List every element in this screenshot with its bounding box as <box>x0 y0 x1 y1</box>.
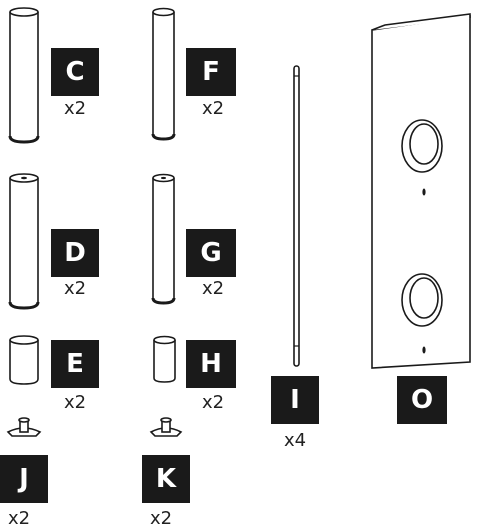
foot-k-icon <box>149 417 183 437</box>
tube-f-icon <box>151 7 176 141</box>
qty-k: x2 <box>150 508 173 529</box>
label-o: O <box>397 376 447 424</box>
short-tube-h-icon <box>153 335 176 383</box>
qty-c: x2 <box>64 98 87 119</box>
foot-j-icon <box>6 417 42 437</box>
panel-o-icon <box>371 13 471 369</box>
label-k: K <box>142 455 190 503</box>
qty-j: x2 <box>8 508 31 529</box>
label-h: H <box>186 340 236 388</box>
label-f: F <box>186 48 236 96</box>
qty-d: x2 <box>64 278 87 299</box>
label-j: J <box>0 455 48 503</box>
label-d: D <box>51 229 99 277</box>
qty-h: x2 <box>202 392 225 413</box>
label-g: G <box>186 229 236 277</box>
label-e: E <box>51 340 99 388</box>
label-c: C <box>51 48 99 96</box>
qty-g: x2 <box>202 278 225 299</box>
qty-i: x4 <box>284 430 307 451</box>
label-i: I <box>271 376 319 424</box>
tube-c-icon <box>8 7 40 144</box>
short-tube-e-icon <box>9 335 39 385</box>
tube-g-icon <box>151 173 176 305</box>
qty-e: x2 <box>64 392 87 413</box>
tube-d-icon <box>8 173 40 310</box>
qty-f: x2 <box>202 98 225 119</box>
rod-i-icon <box>293 65 300 367</box>
